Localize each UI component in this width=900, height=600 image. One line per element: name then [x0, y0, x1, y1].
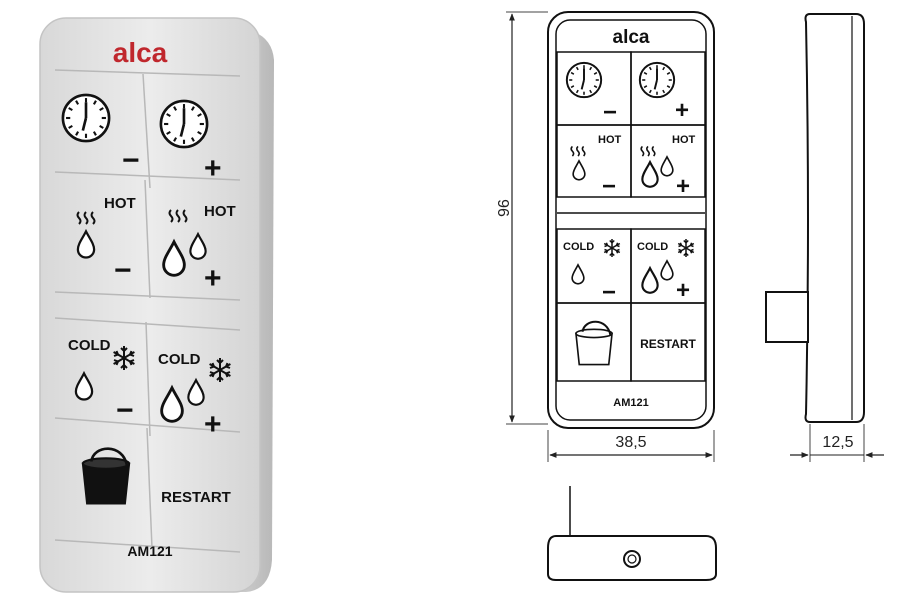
restart-button-outline[interactable]: RESTART — [640, 337, 696, 351]
brand-logo-outline: alca — [613, 27, 650, 48]
width-dimension: 38,5 — [547, 430, 715, 462]
cold-label: COLD — [563, 241, 594, 253]
timer-plus-button-outline[interactable]: + — [638, 61, 689, 124]
cold-plus-button-outline[interactable]: COLD + — [637, 238, 695, 304]
depth-value: 12,5 — [822, 434, 853, 451]
remote-3d-render: alca − + HOT − — [39, 17, 274, 593]
hot-plus-button-outline[interactable]: HOT + — [640, 134, 696, 200]
minus-sign: − — [602, 173, 616, 200]
cold-plus-button[interactable]: COLD + — [158, 351, 232, 441]
remote-front-face — [39, 17, 261, 593]
height-dimension: 96 — [494, 11, 548, 425]
cold-minus-button[interactable]: COLD − — [68, 337, 136, 427]
cold-label: COLD — [158, 351, 201, 368]
minus-sign: − — [114, 254, 132, 287]
front-view-drawing: alca − + HOT − HOT + — [547, 11, 715, 429]
bottom-view-drawing — [547, 486, 717, 581]
hot-minus-button-outline[interactable]: HOT − — [570, 134, 622, 200]
restart-label: RESTART — [640, 337, 696, 351]
height-value: 96 — [494, 199, 511, 217]
plus-sign: + — [204, 152, 222, 185]
timer-minus-button-outline[interactable]: − — [565, 61, 617, 126]
clock-icon — [159, 99, 209, 149]
hot-label: HOT — [598, 134, 622, 146]
width-value: 38,5 — [615, 434, 646, 451]
timer-plus-button[interactable]: + — [159, 99, 222, 185]
side-view-drawing — [765, 13, 865, 423]
hot-minus-button[interactable]: HOT − — [76, 195, 136, 287]
model-label: AM121 — [127, 543, 172, 559]
depth-dimension: 12,5 — [790, 424, 884, 462]
plus-sign: + — [675, 97, 689, 124]
minus-sign: − — [602, 279, 616, 306]
plus-sign: + — [676, 173, 690, 200]
plus-sign: + — [204, 408, 222, 441]
clock-icon — [565, 61, 603, 99]
hot-label: HOT — [672, 134, 696, 146]
cold-label: COLD — [68, 337, 111, 354]
restart-label: RESTART — [161, 489, 231, 506]
cold-label: COLD — [637, 241, 668, 253]
timer-minus-button[interactable]: − — [61, 93, 140, 177]
plus-sign: + — [204, 262, 222, 295]
brand-logo: alca — [113, 37, 168, 68]
restart-button[interactable]: RESTART — [161, 489, 231, 506]
minus-sign: − — [116, 394, 134, 427]
hot-label: HOT — [204, 203, 236, 220]
plus-sign: + — [676, 277, 690, 304]
clock-icon — [61, 93, 111, 143]
minus-sign: − — [122, 144, 140, 177]
model-label: AM121 — [613, 397, 648, 409]
hot-label: HOT — [104, 195, 136, 212]
clock-icon — [638, 61, 676, 99]
cold-minus-button-outline[interactable]: COLD − — [563, 238, 621, 306]
hot-plus-button[interactable]: HOT + — [162, 203, 236, 295]
minus-sign: − — [603, 99, 617, 126]
